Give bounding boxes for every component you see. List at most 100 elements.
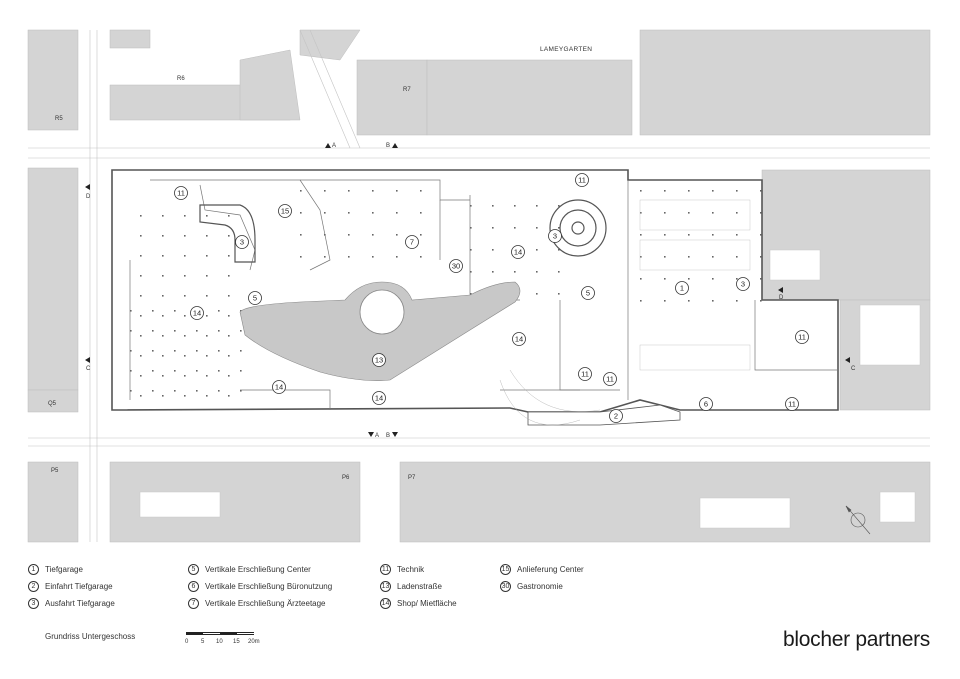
block-label-r6: R6: [177, 76, 185, 82]
column-dot: [184, 275, 186, 277]
legend-label: Gastronomie: [517, 582, 563, 591]
plan-marker-circle: [405, 235, 419, 249]
scale-bar: 0 5 10 15 20m: [185, 632, 276, 654]
column-dot: [736, 300, 738, 302]
plan-marker-circle: [278, 204, 292, 218]
column-dot: [162, 315, 164, 317]
plan-marker-number: 11: [177, 189, 185, 198]
legend-label: Einfahrt Tiefgarage: [45, 582, 113, 591]
column-dot: [184, 355, 186, 357]
plan-marker-number: 3: [240, 238, 244, 247]
column-dot: [228, 335, 230, 337]
column-dot: [130, 390, 132, 392]
column-dot: [688, 278, 690, 280]
column-dot: [420, 212, 422, 214]
column-dot: [470, 227, 472, 229]
plan-marker-number: 5: [253, 294, 257, 303]
plan-marker: 14: [511, 245, 525, 259]
column-dot: [760, 212, 762, 214]
scale-tick-label: 5: [201, 639, 205, 645]
plan-marker-number: 3: [741, 280, 745, 289]
column-dot: [396, 212, 398, 214]
column-dot: [140, 395, 142, 397]
legend-label: Ladenstraße: [397, 582, 442, 591]
plan-marker-number: 7: [410, 238, 414, 247]
column-dot: [174, 390, 176, 392]
column-dot: [162, 355, 164, 357]
legend-label: Technik: [397, 565, 425, 574]
column-dot: [206, 395, 208, 397]
column-dot: [558, 205, 560, 207]
plan-marker: 11: [174, 186, 188, 200]
city-blocks: [27, 29, 931, 543]
column-dot: [688, 300, 690, 302]
section-d-right: D: [779, 295, 784, 301]
plan-marker: 13: [372, 353, 386, 367]
column-dot: [174, 350, 176, 352]
plan-marker-circle: [581, 286, 595, 300]
plan-marker: 11: [785, 397, 799, 411]
column-dot: [218, 390, 220, 392]
column-dot: [492, 205, 494, 207]
column-dot: [300, 234, 302, 236]
block-label-p5: P5: [51, 468, 59, 474]
column-dot: [240, 370, 242, 372]
block-label-r5: R5: [55, 116, 63, 122]
column-dot: [536, 271, 538, 273]
column-dot: [196, 330, 198, 332]
street-lameygarten: LAMEYGARTEN: [540, 46, 592, 53]
column-dot: [470, 205, 472, 207]
scale-segment: [186, 632, 203, 635]
brand-logo-text: blocher partners: [783, 628, 930, 651]
plan-marker-number: 5: [586, 289, 590, 298]
plan-marker-circle: [248, 291, 262, 305]
column-dot: [348, 234, 350, 236]
column-dot: [206, 235, 208, 237]
legend-number: 14: [380, 598, 391, 609]
column-dot: [736, 256, 738, 258]
legend-item: 13 Ladenstraße: [380, 578, 457, 595]
column-dot: [664, 256, 666, 258]
plan-marker-number: 14: [275, 383, 283, 392]
entry-ramp: [527, 404, 681, 426]
plan-marker-number: 2: [614, 412, 618, 421]
plan-marker-circle: [785, 397, 799, 411]
column-dot: [218, 350, 220, 352]
section-d-left: D: [86, 194, 91, 200]
plan-marker-number: 14: [515, 335, 523, 344]
column-dot: [174, 310, 176, 312]
column-dot: [162, 335, 164, 337]
block-courtyards: [139, 249, 921, 529]
column-dot: [162, 235, 164, 237]
column-dot: [348, 190, 350, 192]
plan-marker: 3: [235, 235, 249, 249]
column-dot: [130, 330, 132, 332]
column-dot: [396, 256, 398, 258]
column-dot: [228, 215, 230, 217]
legend-number: 5: [188, 564, 199, 575]
legend-number: 13: [380, 581, 391, 592]
plan-marker-circle: [699, 397, 713, 411]
column-dot: [206, 315, 208, 317]
block-label-p7: P7: [408, 475, 416, 481]
column-dot: [396, 234, 398, 236]
plan-marker: 2: [609, 409, 623, 423]
plan-marker: 6: [699, 397, 713, 411]
column-dot: [206, 215, 208, 217]
plan-marker-number: 14: [375, 394, 383, 403]
plan-marker-number: 15: [281, 207, 289, 216]
column-dot: [640, 212, 642, 214]
column-dot: [372, 234, 374, 236]
column-dot: [470, 249, 472, 251]
plan-marker-circle: [578, 367, 592, 381]
column-dot: [140, 235, 142, 237]
column-dot: [712, 234, 714, 236]
column-dot: [760, 256, 762, 258]
column-dot: [420, 256, 422, 258]
plan-marker-circle: [609, 409, 623, 423]
